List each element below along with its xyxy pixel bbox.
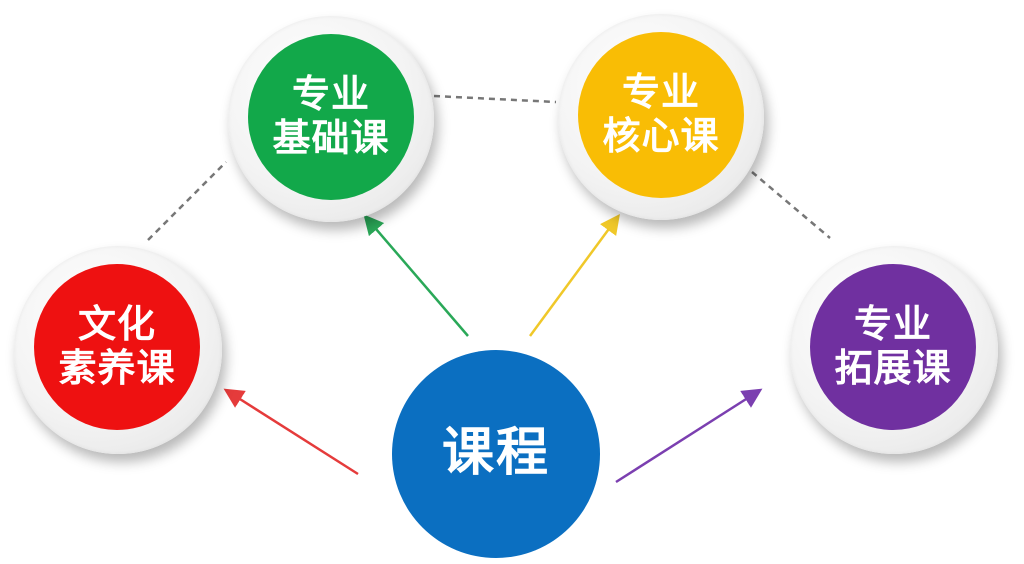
node-culture-line1: 文化 [77, 302, 156, 347]
node-culture-line2: 素养课 [58, 346, 176, 390]
center-node-label: 课程 [441, 423, 550, 484]
node-core: 专业 核心课 [578, 32, 744, 198]
node-foundation-line1: 专业 [291, 72, 370, 117]
node-extension-line2: 拓展课 [834, 346, 952, 390]
node-foundation-line2: 基础课 [272, 116, 390, 160]
node-culture: 文化 素养课 [34, 264, 200, 430]
node-core-line1: 专业 [621, 70, 700, 115]
arrow-to-culture [223, 388, 359, 476]
dashed-connector-left [147, 161, 227, 241]
node-extension-line1: 专业 [853, 302, 932, 347]
dashed-connector-right [751, 171, 831, 239]
arrow-to-foundation [363, 214, 469, 337]
center-node: 课程 [392, 350, 600, 558]
arrow-to-core [528, 213, 620, 337]
node-core-line2: 核心课 [602, 114, 720, 158]
dashed-connector-top [433, 94, 557, 104]
node-extension: 专业 拓展课 [810, 264, 976, 430]
arrow-to-extension [615, 388, 763, 484]
node-foundation: 专业 基础课 [248, 34, 414, 200]
